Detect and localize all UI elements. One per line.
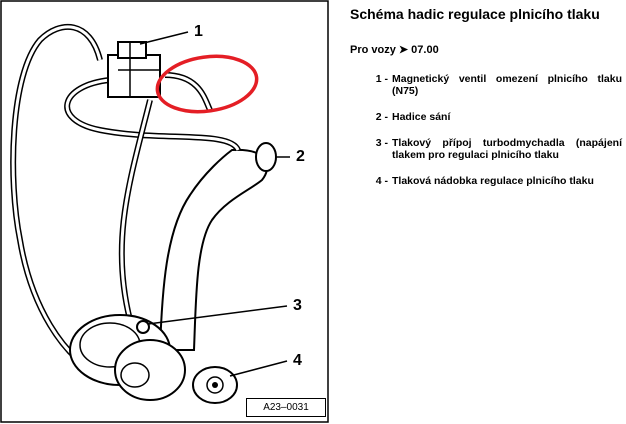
legend-text: Tlaková nádobka regulace plnicího tlaku [392,175,594,187]
description-panel: Schéma hadic regulace plnicího tlaku Pro… [350,6,622,201]
legend-number: 3 - [375,137,388,149]
valve-hose-inner [65,78,240,151]
solenoid-valve [107,54,161,98]
leader-3 [147,305,288,325]
figure-frame [0,0,329,423]
short-hose-inner [164,73,212,111]
legend-item: 3 - Tlakový přípoj turbodmychadla (napáj… [350,137,622,161]
legend-list: 1 - Magnetický ventil omezení plnicího t… [350,73,622,187]
callout-4: 4 [293,352,302,369]
legend-text: Tlakový přípoj turbodmychadla (napájení … [392,137,622,161]
legend-text: Hadice sání [392,111,451,123]
turbo-hose-inner [120,99,152,321]
diagram-drawing [0,0,329,423]
left-hose-inner [11,25,111,382]
turbo-housing [114,339,186,401]
legend-number: 4 - [375,175,388,187]
callout-3: 3 [293,297,302,314]
hose-diagram: 1 2 3 4 A23–0031 [0,0,329,423]
leader-1 [139,31,189,45]
legend-item: 2 - Hadice sání [350,111,622,123]
vehicle-scope: Pro vozy ➤ 07.00 [350,44,439,56]
leader-4 [229,360,288,377]
highlight-ellipse [155,54,259,114]
page-title: Schéma hadic regulace plnicího tlaku [350,6,600,22]
legend-item: 1 - Magnetický ventil omezení plnicího t… [350,73,622,97]
legend-item: 4 - Tlaková nádobka regulace plnicího tl… [350,175,622,187]
legend-text: Magnetický ventil omezení plnicího tlaku… [392,73,622,97]
callout-2: 2 [296,148,305,165]
legend-number: 1 - [375,73,388,85]
pressure-port [136,320,150,334]
legend-number: 2 - [375,111,388,123]
figure-code: A23–0031 [246,398,326,417]
intake-hose [158,148,269,351]
callout-1: 1 [194,23,203,40]
valve-connector [117,41,147,59]
intake-hose-end [255,142,277,172]
